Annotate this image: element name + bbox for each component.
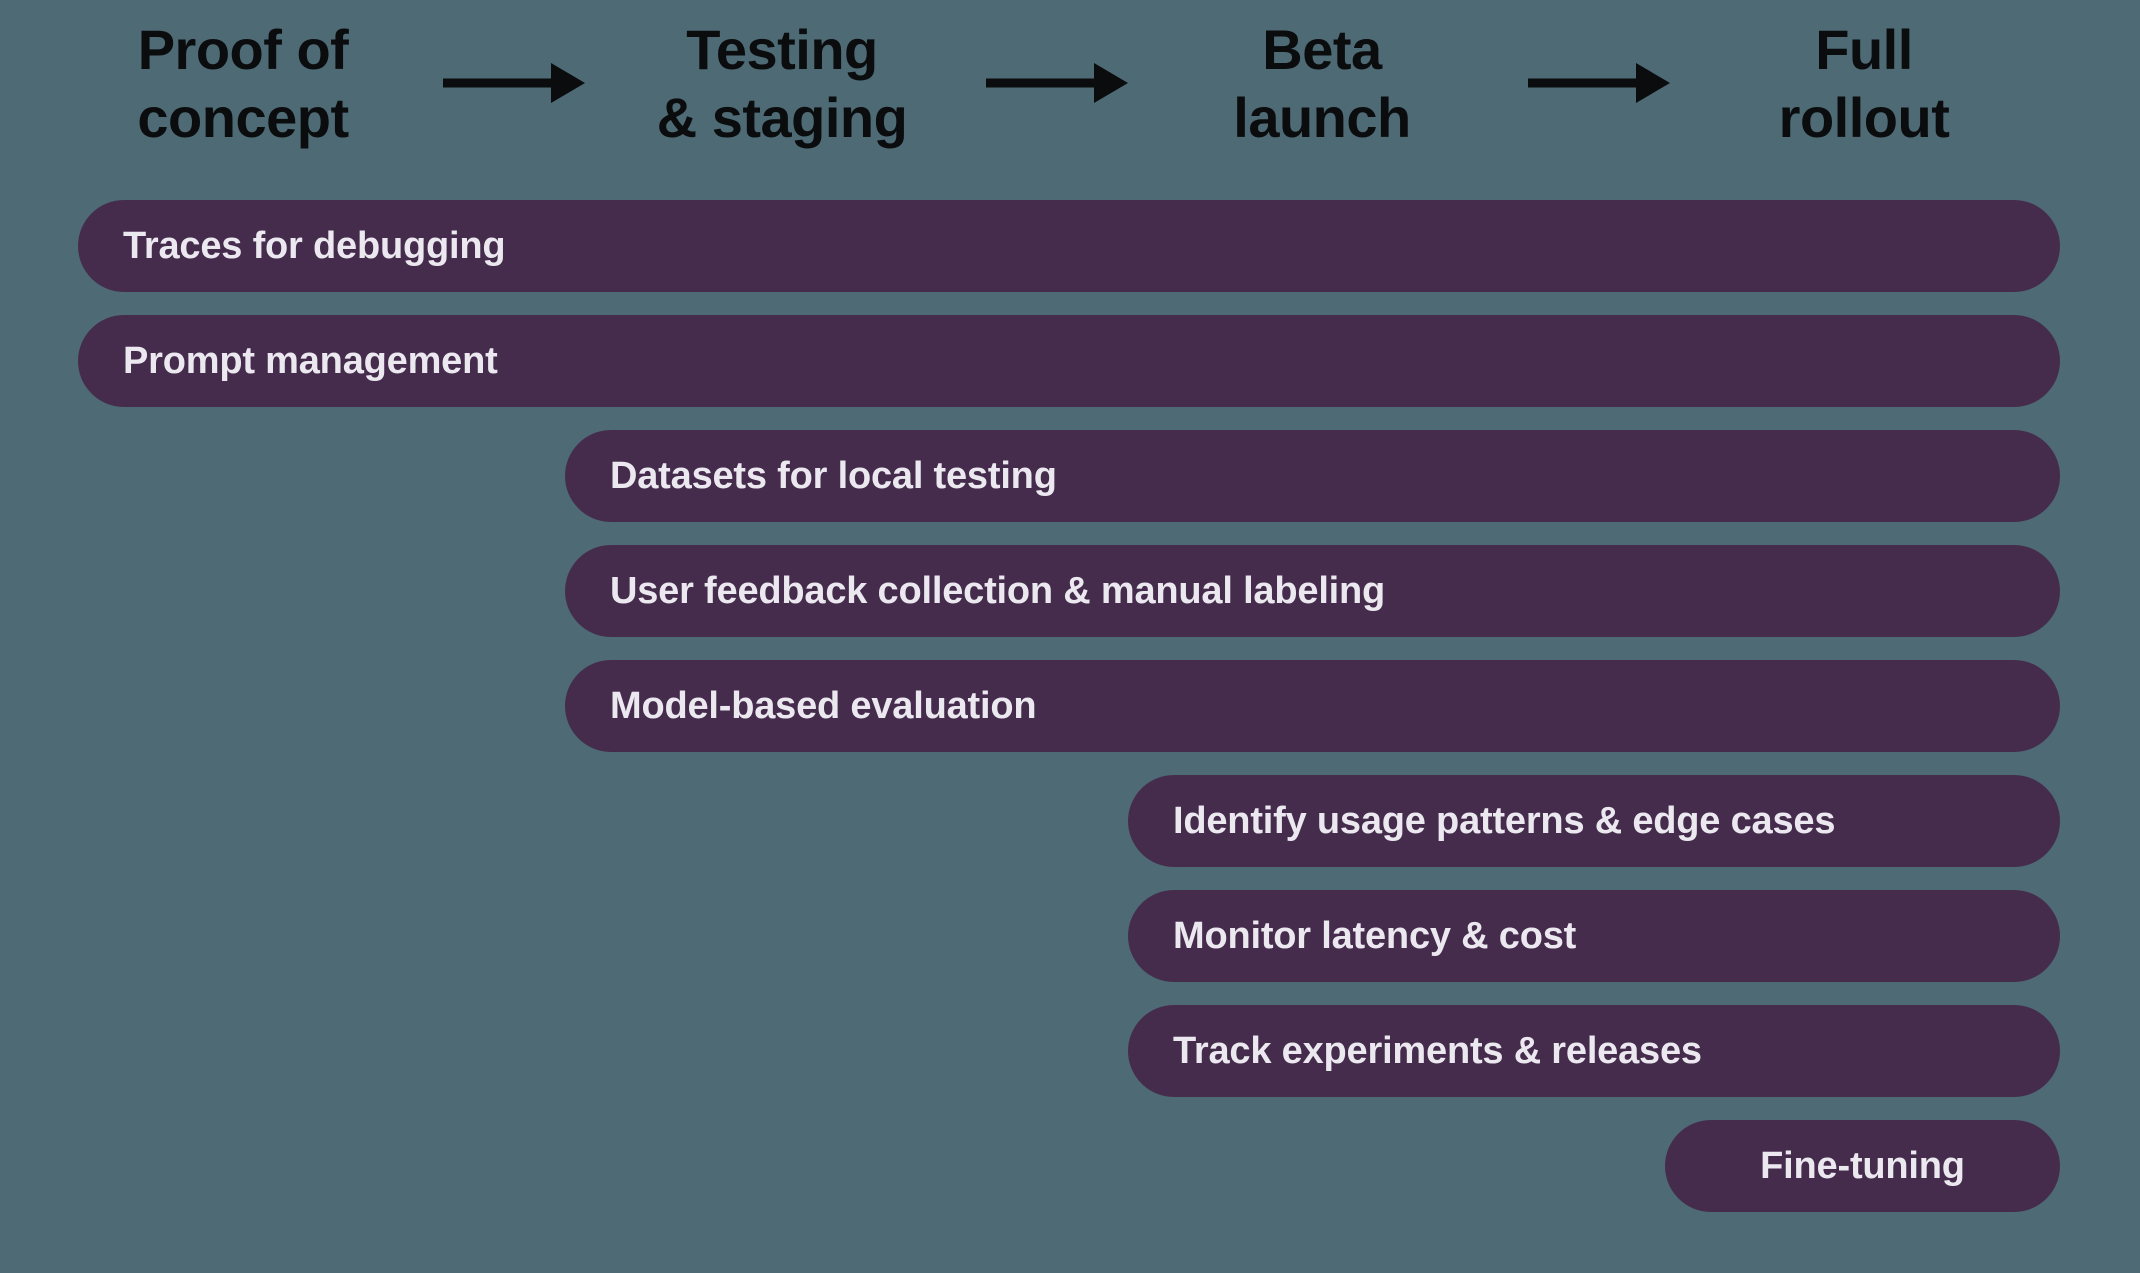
pill-label: Datasets for local testing: [610, 455, 1057, 497]
pill-label: Monitor latency & cost: [1173, 915, 1577, 957]
phase-proof-of-concept: Proof of concept: [137, 18, 349, 149]
pill-traces-for-debugging[interactable]: Traces for debugging: [78, 200, 2060, 292]
phase-arrow-2-icon: [986, 63, 1128, 103]
pill-monitor-latency-and-cost[interactable]: Monitor latency & cost: [1128, 890, 2060, 982]
phase-arrow-1-icon: [443, 63, 585, 103]
pill-label: Identify usage patterns & edge cases: [1173, 800, 1836, 842]
pill-track-experiments-and-releases[interactable]: Track experiments & releases: [1128, 1005, 2060, 1097]
pill-label: Fine-tuning: [1760, 1145, 1965, 1187]
pill-model-based-evaluation[interactable]: Model-based evaluation: [565, 660, 2060, 752]
phase-testing-and-staging: Testing & staging: [656, 18, 908, 149]
pill-label: Track experiments & releases: [1173, 1030, 1702, 1072]
pill-datasets-for-local-testing[interactable]: Datasets for local testing: [565, 430, 2060, 522]
pill-label: Model-based evaluation: [610, 685, 1037, 727]
pill-label: Prompt management: [123, 340, 498, 382]
pill-fine-tuning[interactable]: Fine-tuning: [1665, 1120, 2060, 1212]
phase-beta-launch: Beta launch: [1233, 18, 1411, 149]
pill-label: Traces for debugging: [123, 225, 506, 267]
phase-arrow-3-icon: [1528, 63, 1670, 103]
pill-prompt-management[interactable]: Prompt management: [78, 315, 2060, 407]
pill-user-feedback-collection-and-manual-labeling[interactable]: User feedback collection & manual labeli…: [565, 545, 2060, 637]
pill-identify-usage-patterns-and-edge-cases[interactable]: Identify usage patterns & edge cases: [1128, 775, 2060, 867]
pill-label: User feedback collection & manual labeli…: [610, 570, 1386, 612]
phase-full-rollout: Full rollout: [1778, 18, 1950, 149]
